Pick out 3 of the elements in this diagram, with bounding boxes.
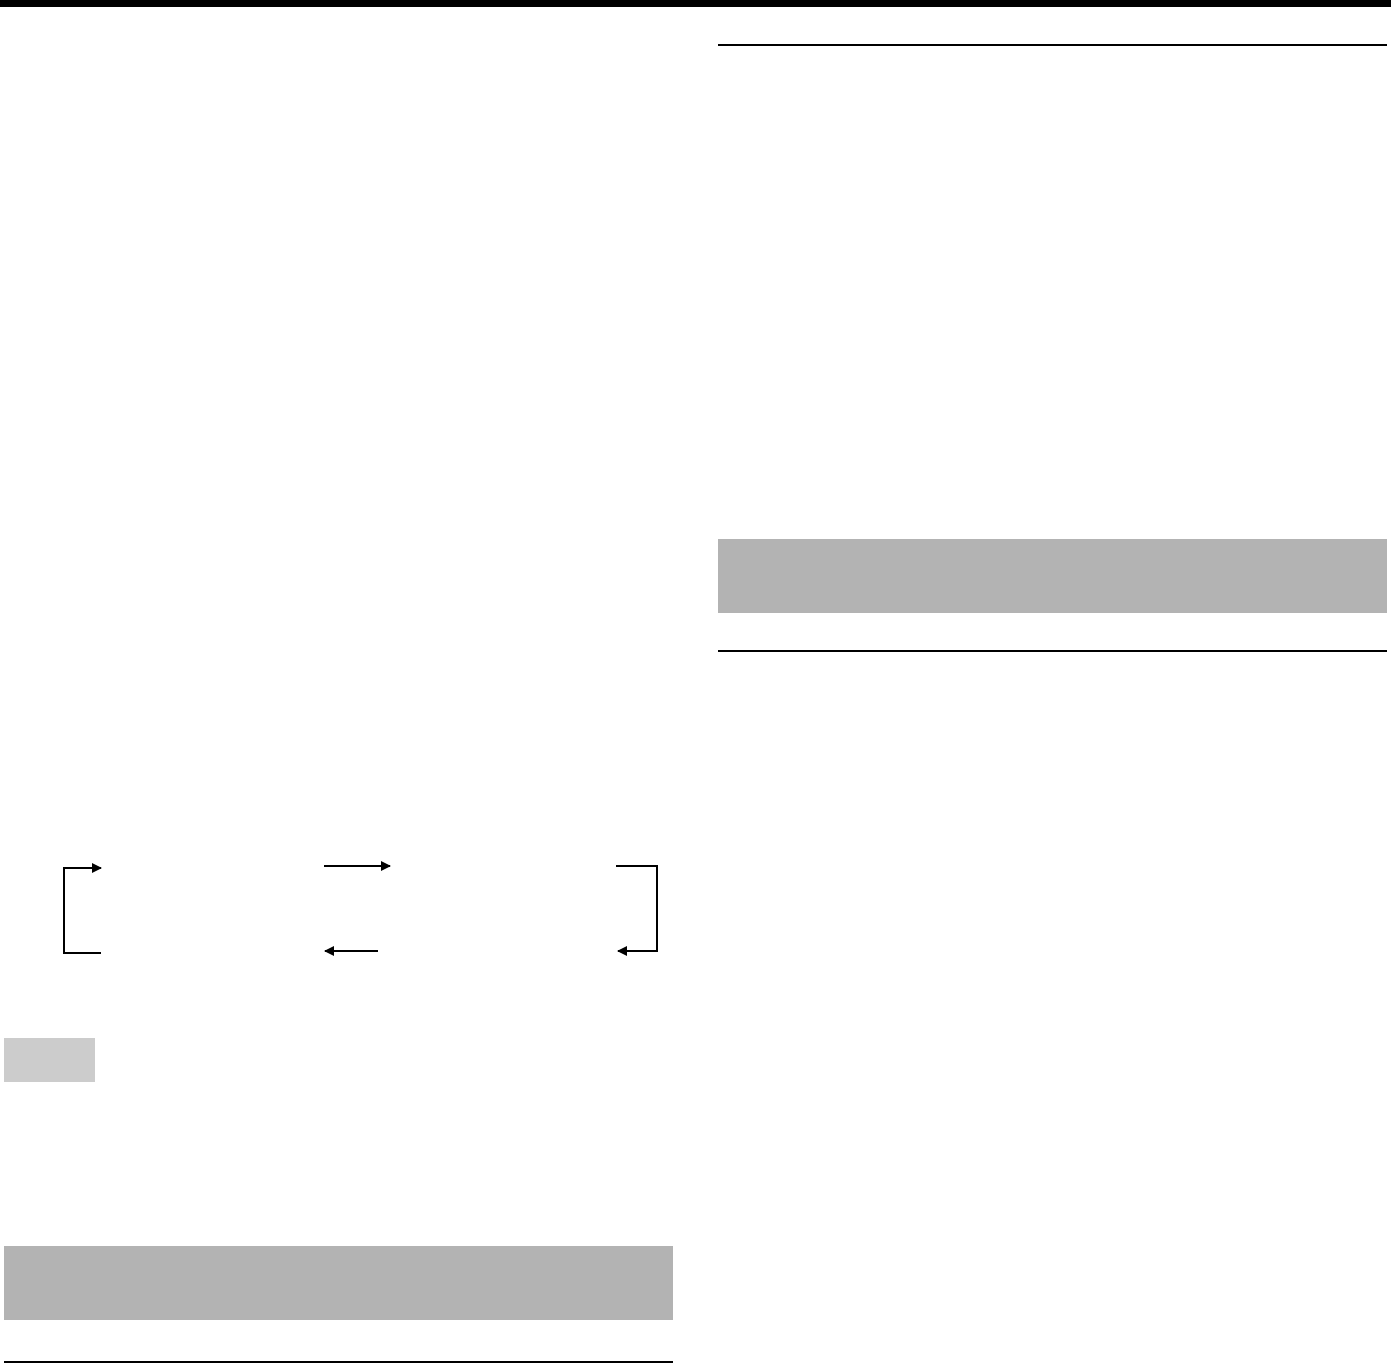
shaded-band [718,539,1387,613]
shaded-box [4,1038,95,1082]
shaded-band [4,1246,673,1320]
